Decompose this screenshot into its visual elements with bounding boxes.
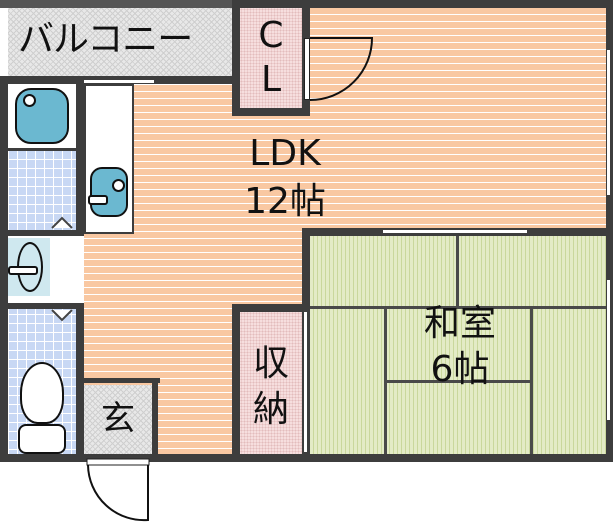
toilet-tank-icon: [18, 424, 66, 454]
bath-wall-right: [76, 84, 84, 234]
closet-wall-bottom: [232, 108, 310, 116]
sliding-door-storage[interactable]: [304, 312, 307, 452]
entrance-label: 玄: [101, 399, 135, 439]
bath-wall-bottom: [8, 230, 84, 236]
closet-door-swing-icon: [309, 37, 374, 101]
ldk-size: 12帖: [244, 181, 326, 222]
closet-label-c: C: [258, 15, 284, 56]
entrance-wall-right: [152, 378, 158, 454]
entrance-floor: [84, 385, 152, 454]
storage-label-1: 収: [252, 343, 289, 384]
closet-label-l: L: [260, 59, 282, 100]
entrance-wall-top: [84, 378, 160, 383]
toilet-icon: [20, 362, 64, 424]
bath-door-marker-icon: [51, 216, 73, 229]
storage-wall-top: [232, 304, 310, 312]
washitsu-label: 和室: [423, 303, 496, 344]
closet-floor: [240, 8, 302, 108]
tatami-line: [384, 380, 532, 383]
ldk-label: LDK: [249, 133, 321, 174]
bath-wall-mid: [8, 148, 76, 151]
closet-door-panel[interactable]: [304, 38, 310, 100]
outer-wall-top: [234, 0, 613, 8]
toilet-wall-top: [8, 303, 84, 309]
faucet-icon: [8, 266, 38, 275]
tatami-line: [456, 236, 459, 308]
balcony-wall-top: [0, 0, 234, 8]
balcony-floor: [8, 8, 234, 78]
balcony-window: [84, 80, 154, 83]
bathtub-icon: [15, 88, 69, 144]
toilet-wall-right: [76, 303, 84, 454]
sliding-door-washitsu[interactable]: [383, 230, 527, 233]
outer-wall-left: [0, 78, 8, 462]
entrance-door-swing-icon[interactable]: [86, 458, 154, 524]
washitsu-size: 6帖: [430, 349, 490, 390]
outer-wall-right: [606, 0, 613, 462]
storage-label-2: 納: [252, 389, 289, 430]
washitsu-floor: [310, 236, 606, 454]
balcony-label: バルコニー: [18, 19, 193, 60]
window-right-lower: [607, 280, 610, 420]
bathroom-tile: [8, 150, 76, 230]
window-right-upper: [607, 50, 610, 195]
storage-wall-left: [232, 304, 240, 462]
storage-floor: [240, 312, 302, 454]
sink-icon: [88, 167, 128, 217]
toilet-door-marker-icon: [51, 309, 73, 322]
closet-wall-left: [232, 0, 240, 116]
